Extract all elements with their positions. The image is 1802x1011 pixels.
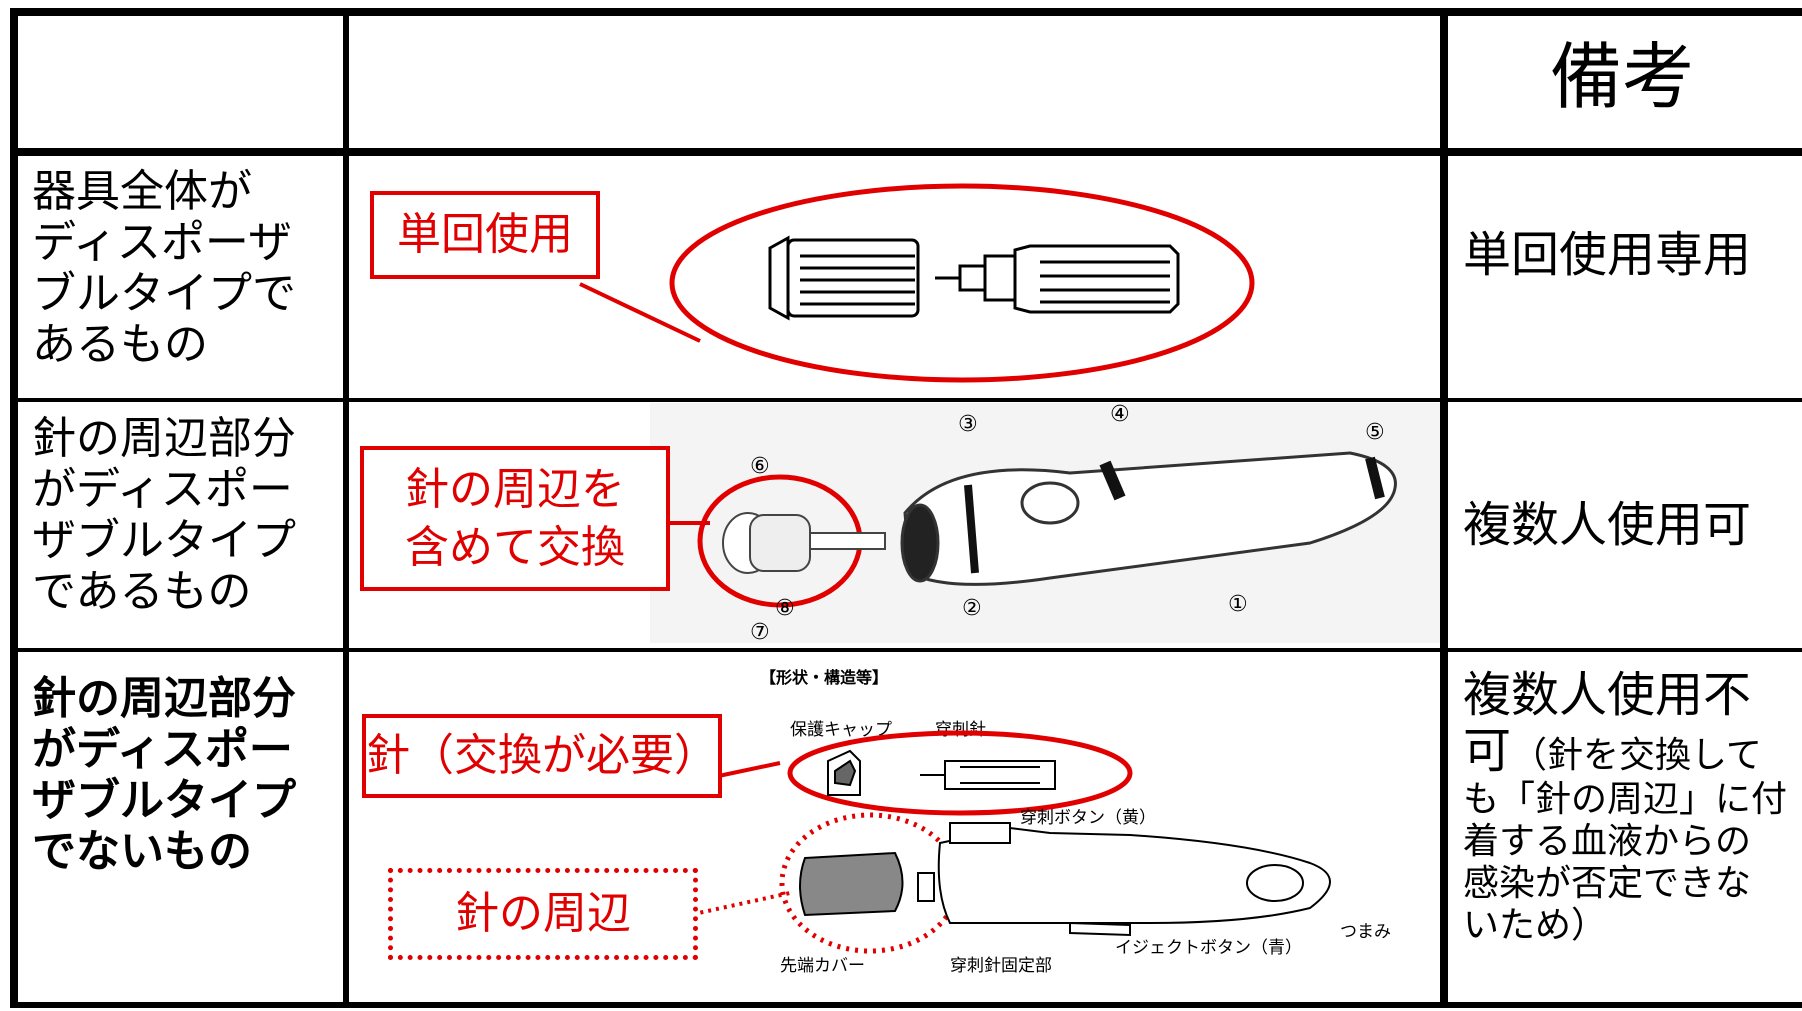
device-tip-cover	[799, 851, 935, 917]
part-number-3: ③	[958, 412, 978, 437]
callout-single-use: 単回使用	[370, 191, 600, 279]
part-number-7: ⑦	[750, 620, 770, 645]
device-highlight-ellipse	[669, 183, 1255, 383]
lancet-cap	[768, 235, 920, 321]
table-divider-header	[10, 148, 1802, 156]
table-divider-row2	[10, 648, 1802, 652]
row1-label-line: 器具全体が	[32, 166, 252, 217]
row3-label-line: 針の周辺部分	[32, 673, 296, 724]
table-border-bottom	[10, 1002, 1802, 1008]
device-main-body	[937, 822, 1331, 937]
row1-remark: 単回使用専用	[1463, 227, 1752, 283]
lancet-body	[935, 244, 1180, 314]
table-divider-col2	[1440, 8, 1448, 1008]
row2-remark: 複数人使用可	[1463, 497, 1752, 553]
row2-label-line: ザブルタイプ	[32, 515, 296, 567]
row3-remark-note: も「針の周辺」に付	[1463, 779, 1788, 821]
row3-remark-line2: 可（針を交換して	[1463, 722, 1802, 780]
row2-label-line: 針の周辺部分	[32, 413, 296, 464]
row1-label-line: ブルタイプで	[32, 268, 296, 320]
row3-remark-note: 着する血液からの	[1463, 821, 1752, 863]
part-numbers: ① ② ③ ④ ⑤ ⑥ ⑦ ⑧	[750, 402, 1385, 645]
part-number-1: ①	[1228, 592, 1248, 617]
label-eject-button: イジェクトボタン（青）	[1115, 938, 1302, 958]
row3-remark-small: （針を交換して	[1511, 734, 1762, 776]
row3-remark-line: 複数人使用不	[1463, 667, 1752, 723]
callout-pointer	[579, 282, 701, 343]
label-knob: つまみ	[1340, 922, 1391, 942]
callout-replace-periphery: 針の周辺を 含めて交換	[360, 446, 670, 591]
table-border-top	[10, 8, 1802, 16]
diagram-labels: 穿刺ボタン（黄） 先端カバー 穿刺針固定部 イジェクトボタン（青） つまみ	[780, 808, 1391, 976]
row3-remark-big: 可	[1463, 722, 1512, 779]
row3-label-line: ザブルタイプ	[32, 775, 296, 827]
row1-label-line: あるもの	[32, 319, 208, 371]
label-protective-cap: 保護キャップ	[790, 720, 892, 740]
row2-label-line: であるもの	[32, 566, 252, 618]
part-number-6: ⑥	[750, 454, 770, 479]
callout-line: 含めて交換	[405, 521, 625, 573]
lancing-device-illustration: ① ② ③ ④ ⑤ ⑥ ⑦ ⑧	[650, 402, 1440, 645]
row3-label: 針の周辺部分 がディスポー ザブルタイプ でないもの	[32, 673, 296, 877]
needle-highlight-ellipse	[787, 730, 1133, 816]
part-number-8: ⑧	[775, 596, 795, 621]
part-number-4: ④	[1110, 402, 1130, 427]
table-border-left	[10, 8, 18, 1008]
label-lancet-holder: 穿刺針固定部	[950, 956, 1052, 976]
needle-parts	[827, 749, 1056, 796]
row3-remark: 複数人使用不 可（針を交換して も「針の周辺」に付 着する血液からの 感染が否定…	[1463, 667, 1802, 946]
callout-line: 針の周辺を	[405, 464, 625, 516]
header-remarks: 備考	[1550, 35, 1695, 119]
device-body	[900, 451, 1397, 586]
row2-label-line: がディスポー	[32, 464, 293, 516]
single-use-device-illustration	[579, 183, 1255, 383]
callout-pointer-dotted	[629, 891, 791, 930]
row2-label: 針の周辺部分 がディスポー ザブルタイプ であるもの	[32, 413, 296, 617]
row1-label: 器具全体が ディスポーザ ブルタイプで あるもの	[32, 166, 296, 370]
row3-remark-note: 感染が否定できな	[1463, 862, 1752, 904]
callout-needle-periphery: 針の周辺	[388, 868, 698, 960]
label-tip-cover: 先端カバー	[780, 956, 865, 976]
diagram-heading: 【形状・構造等】	[760, 668, 888, 687]
needle-tip-assembly	[722, 512, 886, 574]
callout-needle-replace: 針（交換が必要）	[362, 714, 722, 798]
part-number-5: ⑤	[1365, 420, 1385, 445]
label-puncture-button: 穿刺ボタン（黄）	[1020, 808, 1156, 828]
label-lancet: 穿刺針	[935, 720, 986, 740]
table-divider-row1	[10, 398, 1802, 402]
table-divider-col1	[343, 8, 349, 1008]
reusable-device-illustration: 【形状・構造等】 保護キャップ 穿刺針 穿刺ボタン（黄） 先端カバー 穿刺	[629, 668, 1391, 976]
row3-label-line: でないもの	[32, 826, 252, 878]
comparison-table: 備考 器具全体が ディスポーザ ブルタイプで あるもの 単回使用 単回使用専用	[10, 8, 1802, 1008]
row3-label-line: がディスポー	[32, 724, 293, 776]
row3-remark-note: いため）	[1463, 904, 1608, 946]
row1-label-line: ディスポーザ	[32, 217, 293, 269]
part-number-2: ②	[962, 596, 982, 621]
